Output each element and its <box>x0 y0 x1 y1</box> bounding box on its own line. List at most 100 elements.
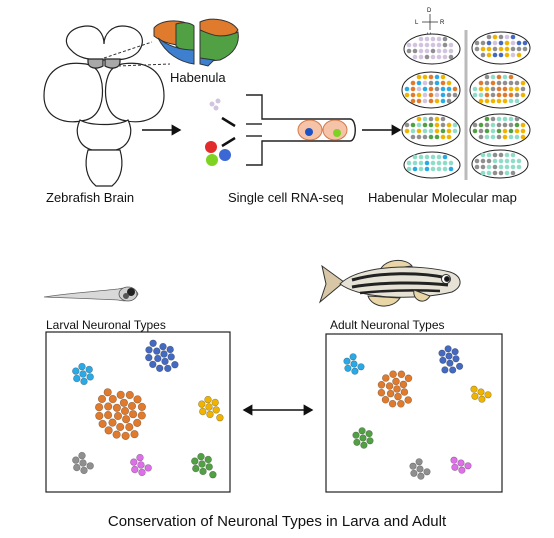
larval-cluster-4-cell <box>72 456 80 464</box>
map-slice-3-cell <box>502 74 508 80</box>
map-slice-0-cell <box>418 36 424 42</box>
larval-cluster-2-cell <box>137 402 146 412</box>
map-slice-7-cell <box>474 164 480 170</box>
larval-cluster-1-cell <box>149 360 157 369</box>
adult-clusters <box>343 345 492 480</box>
map-slice-7-cell <box>504 164 510 170</box>
larval-cluster-2-cell <box>97 394 107 404</box>
map-slice-2-cell <box>428 86 434 92</box>
map-slice-3-cell <box>478 92 484 98</box>
map-slice-0-cell <box>412 54 418 60</box>
larval-cluster-1-cell <box>171 361 179 369</box>
map-slice-2-cell <box>410 98 416 104</box>
map-slice-7-cell <box>486 152 492 158</box>
map-slice-2-cell <box>416 86 422 92</box>
compass-left: L <box>415 20 419 26</box>
map-slice-1-cell <box>510 34 516 40</box>
adult-cluster-2-cell <box>397 399 405 408</box>
map-slice-5-cell <box>478 128 484 134</box>
adult-cluster-3-cell <box>478 395 486 403</box>
map-slice-1-cell <box>480 52 486 58</box>
map-slice-7-cell <box>474 158 480 164</box>
map-slice-4-cell <box>446 122 452 128</box>
map-slice-2-cell <box>434 86 440 92</box>
adult-cluster-0-cell <box>344 364 352 372</box>
map-slice-0-cell <box>448 42 454 48</box>
map-slice-0-cell <box>424 36 430 42</box>
map-slice-6-cell <box>430 154 436 160</box>
map-slice-6-cell <box>448 166 454 172</box>
map-slice-2-cell <box>452 92 458 98</box>
map-slice-3-cell <box>514 86 520 92</box>
map-slice-0-cell <box>430 42 436 48</box>
larval-cluster-6-cell <box>205 463 213 471</box>
map-slice-7-cell <box>498 170 504 176</box>
map-slice-1-cell <box>498 34 504 40</box>
map-slice-5-cell <box>484 122 490 128</box>
adult-cluster-5-cell <box>409 462 417 470</box>
larva-eye <box>127 288 135 296</box>
adult-cluster-6-cell <box>458 466 466 474</box>
map-slice-1-cell <box>504 52 510 58</box>
larval-cluster-0-cell <box>79 370 87 378</box>
map-slice-0-cell <box>436 36 442 42</box>
adult-cluster-4-cell <box>360 441 368 449</box>
map-slice-3-cell <box>514 80 520 86</box>
larval-cluster-5-cell <box>130 458 138 466</box>
map-slice-2-cell <box>446 92 452 98</box>
map-slice-2-cell <box>410 80 416 86</box>
larval-cluster-6-cell <box>191 457 199 465</box>
single-cell-label: Single cell RNA-seq <box>228 190 344 205</box>
map-slice-3-cell <box>520 92 526 98</box>
figure-caption: Conservation of Neuronal Types in Larva … <box>108 513 447 530</box>
map-slice-6-cell <box>442 154 448 160</box>
map-slice-5-cell <box>490 134 496 140</box>
map-slice-4-cell <box>452 122 458 128</box>
map-slice-3-cell <box>520 80 526 86</box>
map-slice-0-cell <box>430 54 436 60</box>
map-slice-7-cell <box>492 152 498 158</box>
fish-stripe-2 <box>351 281 449 289</box>
larval-cluster-0-cell <box>86 373 94 381</box>
map-slice-3-cell <box>490 74 496 80</box>
map-slice-7-cell <box>486 170 492 176</box>
map-slice-6-cell <box>424 166 430 172</box>
adult-cluster-1-cell <box>452 355 460 363</box>
map-slice-5-cell <box>502 134 508 140</box>
map-slice-2-cell <box>440 98 446 104</box>
larval-cluster-0-cell <box>73 374 81 383</box>
map-slice-3-cell <box>490 80 496 86</box>
larval-cluster-2-cell <box>103 411 113 420</box>
map-slice-3-cell <box>508 98 514 104</box>
map-slice-7-cell <box>480 164 486 170</box>
map-slice-3-cell <box>484 98 490 104</box>
map-slice-7-cell <box>492 158 498 164</box>
map-slice-2-cell <box>410 92 416 98</box>
adult-cluster-2-cell <box>404 374 413 383</box>
map-slice-5-cell <box>478 134 484 140</box>
larval-cluster-4-cell <box>86 462 94 470</box>
map-slice-1-cell <box>486 46 492 52</box>
map-slice-3-cell <box>502 98 508 104</box>
map-slice-2-cell <box>452 86 458 92</box>
map-slice-1-cell <box>492 52 498 58</box>
map-slice-1-cell <box>492 34 498 40</box>
map-slice-2-cell <box>440 74 446 80</box>
larval-cluster-3-cell <box>198 400 206 408</box>
hindbrain <box>85 149 123 187</box>
map-slice-7-cell <box>510 158 516 164</box>
map-slice-1-cell <box>486 40 492 46</box>
larval-cluster-2-cell <box>108 418 117 427</box>
adult-cluster-2-cell <box>377 380 386 389</box>
map-slice-7-cell <box>516 158 522 164</box>
map-slice-3-cell <box>514 98 520 104</box>
adult-cluster-4-cell <box>366 437 374 445</box>
larval-cluster-1-cell <box>164 364 172 373</box>
larval-cluster-5-cell <box>138 468 146 477</box>
adult-cluster-1-cell <box>446 359 454 367</box>
map-slice-6-cell <box>418 154 424 160</box>
map-slice-3-cell <box>502 92 508 98</box>
map-slice-0-cell <box>406 48 412 54</box>
map-slice-7-cell <box>498 152 504 158</box>
